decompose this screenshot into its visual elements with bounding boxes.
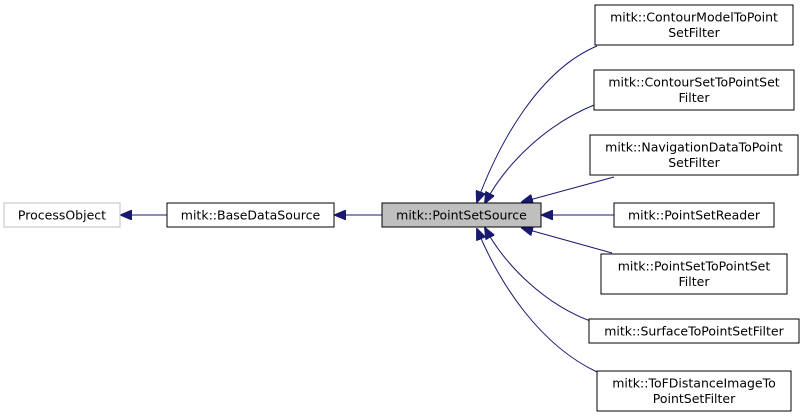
edge-contour-model-filter-to-point-set-source (477, 45, 598, 202)
edge-tof-filter-to-point-set-source (477, 229, 598, 373)
node-label-line-2: Filter (679, 90, 711, 105)
node-label: ProcessObject (18, 208, 106, 223)
node-contour-model-filter[interactable]: mitk::ContourModelToPoint SetFilter (594, 4, 794, 46)
node-label-line-1: mitk::ContourModelToPoint (610, 10, 778, 25)
node-base-data-source[interactable]: mitk::BaseDataSource (166, 202, 335, 228)
node-label-line-1: mitk::PointSetToPointSet (618, 259, 771, 274)
node-label-line-2: SetFilter (668, 25, 720, 40)
node-tof-filter[interactable]: mitk::ToFDistanceImageTo PointSetFilter (596, 370, 792, 412)
node-point-set-source: mitk::PointSetSource (381, 202, 542, 228)
node-label-line-2: PointSetFilter (653, 391, 736, 406)
node-contour-set-filter[interactable]: mitk::ContourSetToPointSet Filter (593, 69, 795, 111)
edge-contour-set-filter-to-point-set-source (485, 104, 595, 203)
node-label-line-1: mitk::ToFDistanceImageTo (612, 376, 776, 391)
node-point-set-to-point-set-filter[interactable]: mitk::PointSetToPointSet Filter (600, 253, 788, 295)
edge-navigation-data-filter-to-point-set-source (522, 176, 615, 202)
node-process-object[interactable]: ProcessObject (3, 202, 121, 228)
node-label: mitk::PointSetSource (396, 208, 527, 223)
node-label-line-2: Filter (679, 274, 711, 289)
edge-point-set-to-point-set-filter-to-point-set-source (522, 228, 613, 254)
node-label: mitk::BaseDataSource (181, 208, 321, 223)
node-surface-filter[interactable]: mitk::SurfaceToPointSetFilter (588, 318, 800, 344)
edge-surface-filter-to-point-set-source (485, 228, 594, 323)
node-label-line-1: mitk::NavigationDataToPoint (605, 140, 783, 155)
node-navigation-data-filter[interactable]: mitk::NavigationDataToPoint SetFilter (589, 134, 799, 176)
node-label-line-2: SetFilter (668, 155, 720, 170)
node-label: mitk::PointSetReader (628, 208, 761, 223)
node-label-line-1: mitk::ContourSetToPointSet (608, 75, 779, 90)
edges (121, 45, 615, 373)
node-point-set-reader[interactable]: mitk::PointSetReader (613, 202, 775, 228)
node-label: mitk::SurfaceToPointSetFilter (604, 324, 784, 339)
